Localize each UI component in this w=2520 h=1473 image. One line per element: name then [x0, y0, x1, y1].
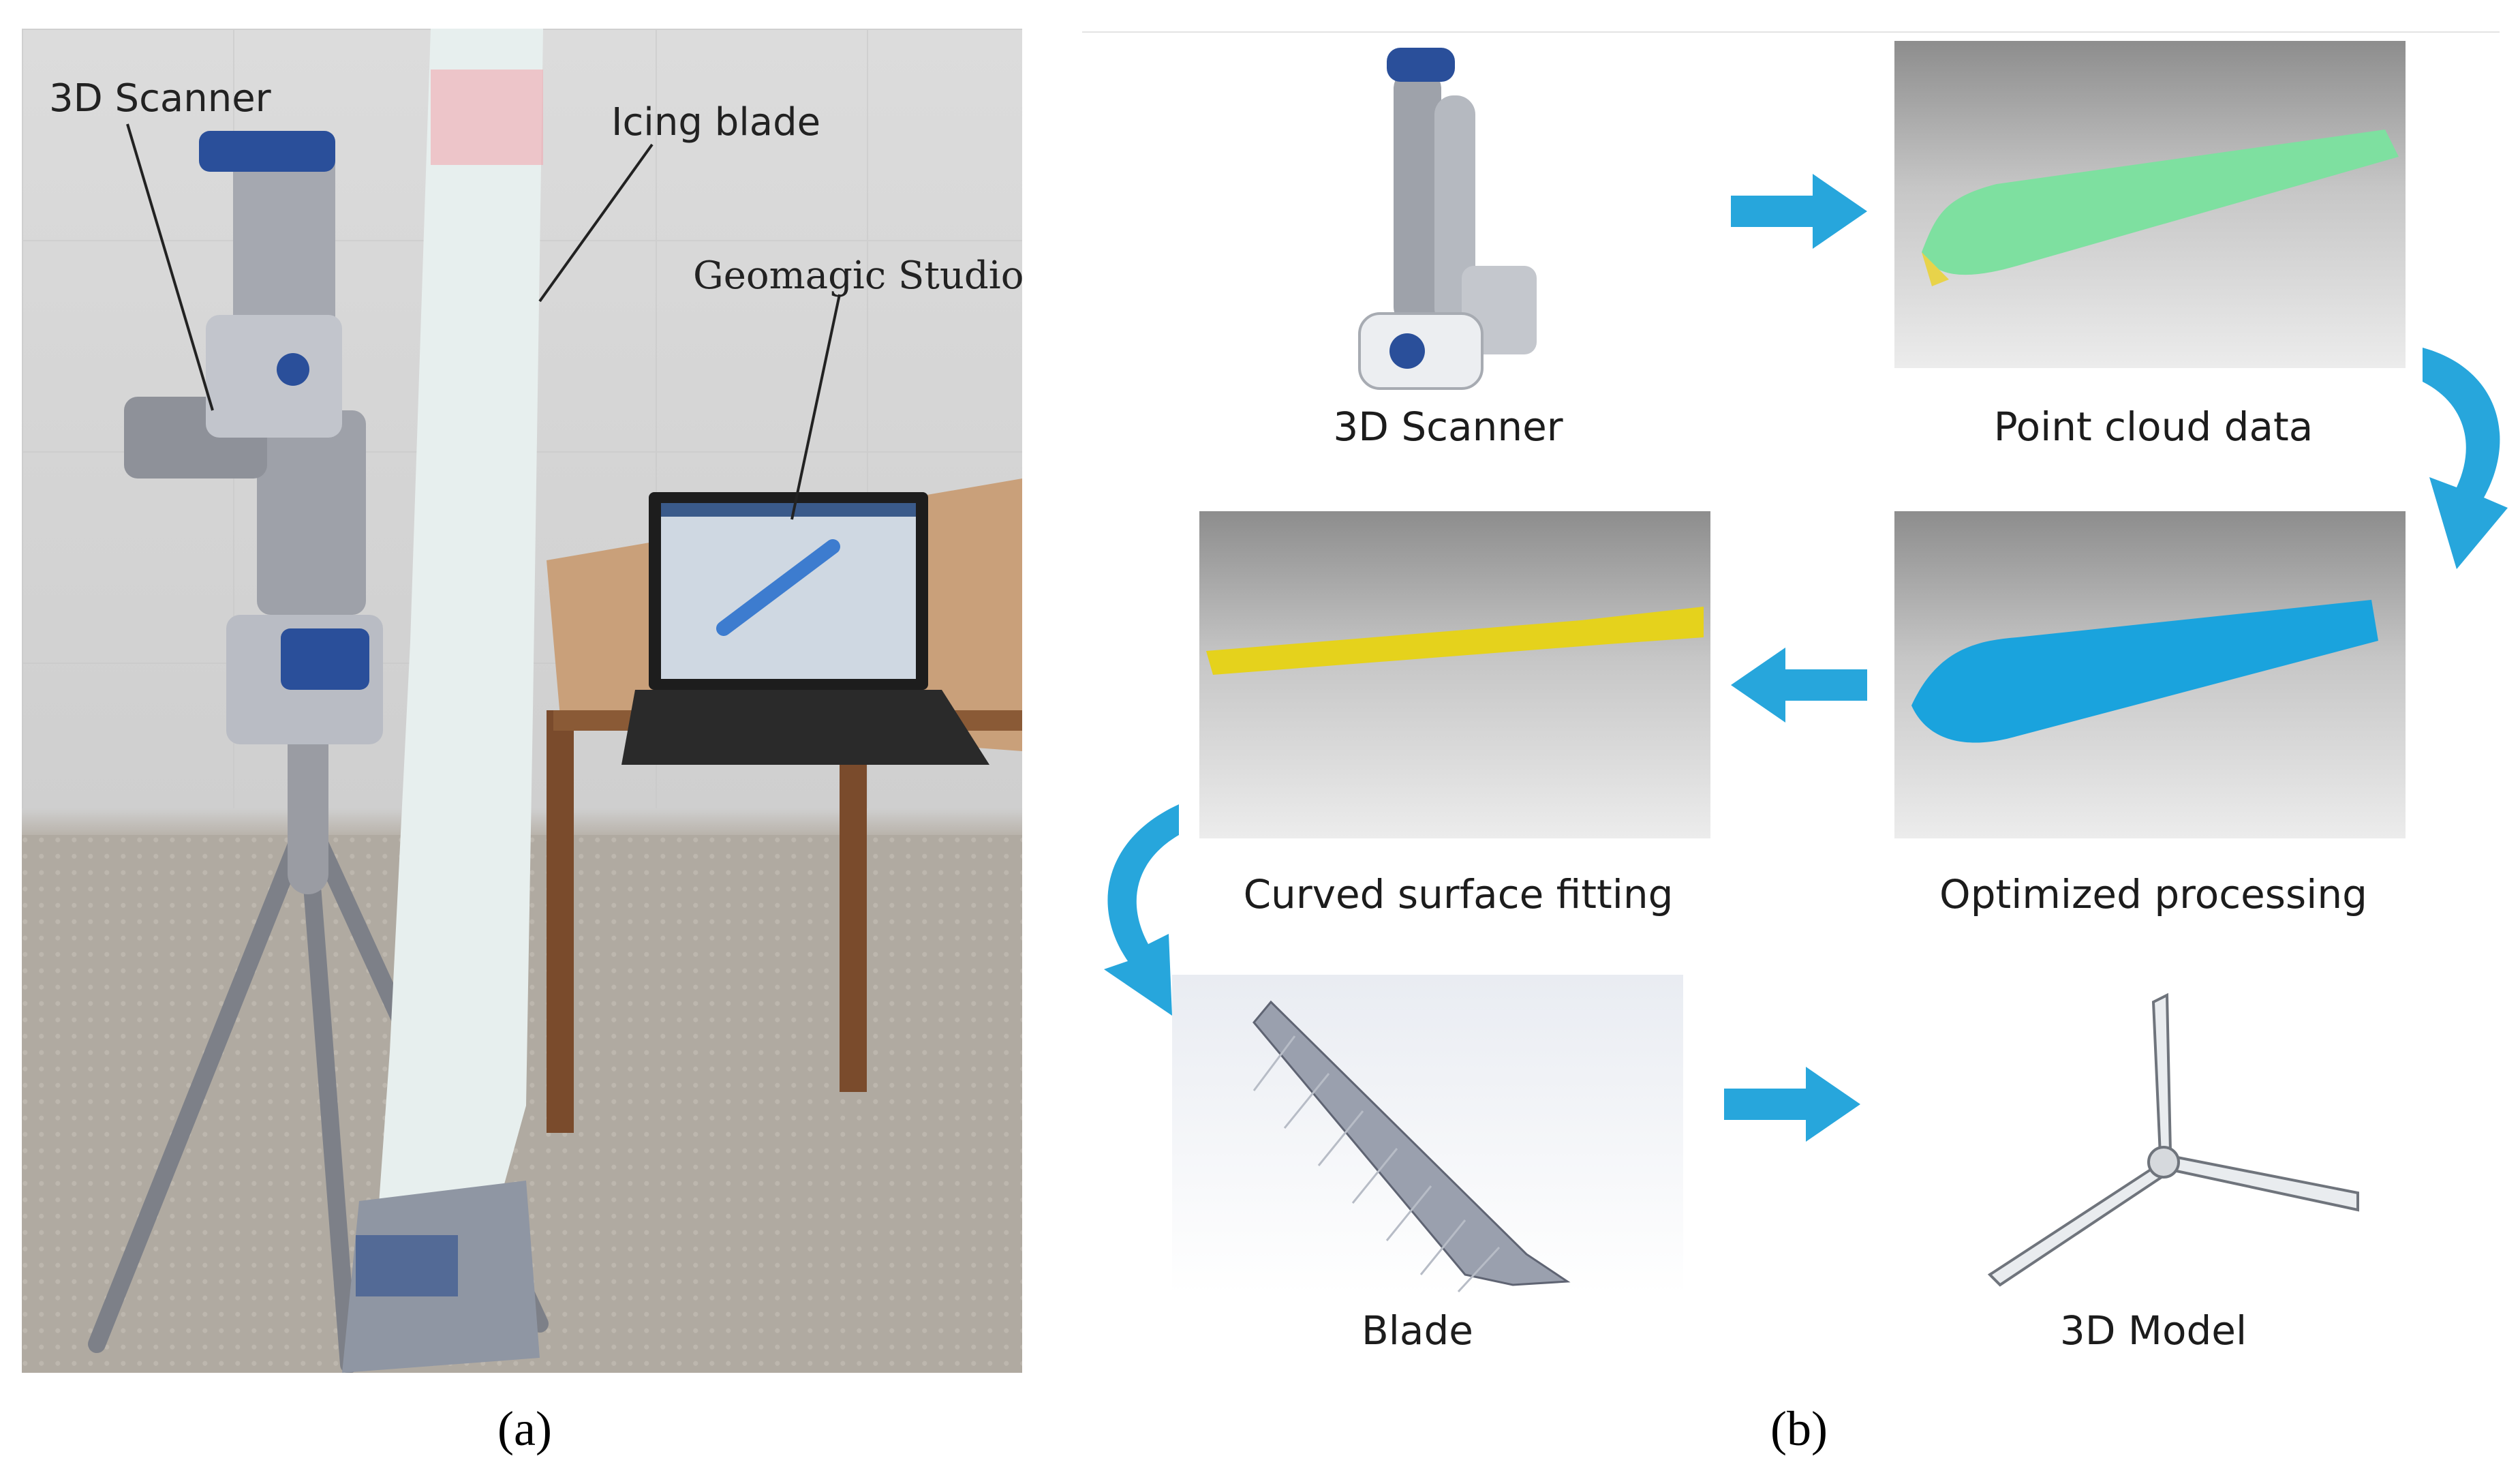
scanner-device	[124, 131, 383, 744]
optimized-panel	[1894, 511, 2406, 838]
arrow-right-icon	[1724, 1067, 1860, 1142]
optimized-blade	[1911, 600, 2378, 743]
icing-blade	[342, 29, 543, 1373]
arrow-right-icon	[1731, 174, 1867, 249]
laptop	[621, 492, 989, 765]
arrow-left-icon	[1731, 648, 1867, 723]
photo-panel-a: 3D Scanner Icing blade Geomagic Studio	[22, 29, 1022, 1373]
curved-surface-blade	[1206, 607, 1704, 675]
blade-panel	[1172, 975, 1683, 1295]
step-label-model: 3D Model	[2059, 1307, 2247, 1354]
point-cloud-panel	[1894, 41, 2406, 368]
step-label-blade: Blade	[1362, 1307, 1473, 1354]
caption-a: (a)	[497, 1401, 552, 1456]
curved-surface-panel	[1199, 511, 1710, 838]
3d-model-turbine	[1987, 992, 2359, 1287]
curved-arrow-left-down-icon	[1104, 804, 1179, 1016]
label-icing-blade: Icing blade	[611, 100, 821, 145]
scanner-illustration	[1358, 48, 1537, 390]
label-geomagic-studio: Geomagic Studio	[693, 254, 1022, 298]
leader-lines	[126, 123, 841, 520]
top-divider	[1082, 31, 2500, 33]
curved-arrow-down-icon	[2423, 348, 2508, 569]
step-label-curved: Curved surface fitting	[1243, 871, 1674, 917]
step-label-optimized: Optimized processing	[1939, 871, 2367, 917]
point-cloud-blade	[1922, 130, 2399, 286]
step-label-scanner: 3D Scanner	[1333, 404, 1563, 450]
blade-model	[1253, 1000, 1571, 1293]
label-3d-scanner: 3D Scanner	[49, 76, 271, 121]
photo-scene	[88, 29, 1022, 1373]
caption-b: (b)	[1770, 1401, 1828, 1456]
step-label-point-cloud: Point cloud data	[1993, 404, 2314, 450]
